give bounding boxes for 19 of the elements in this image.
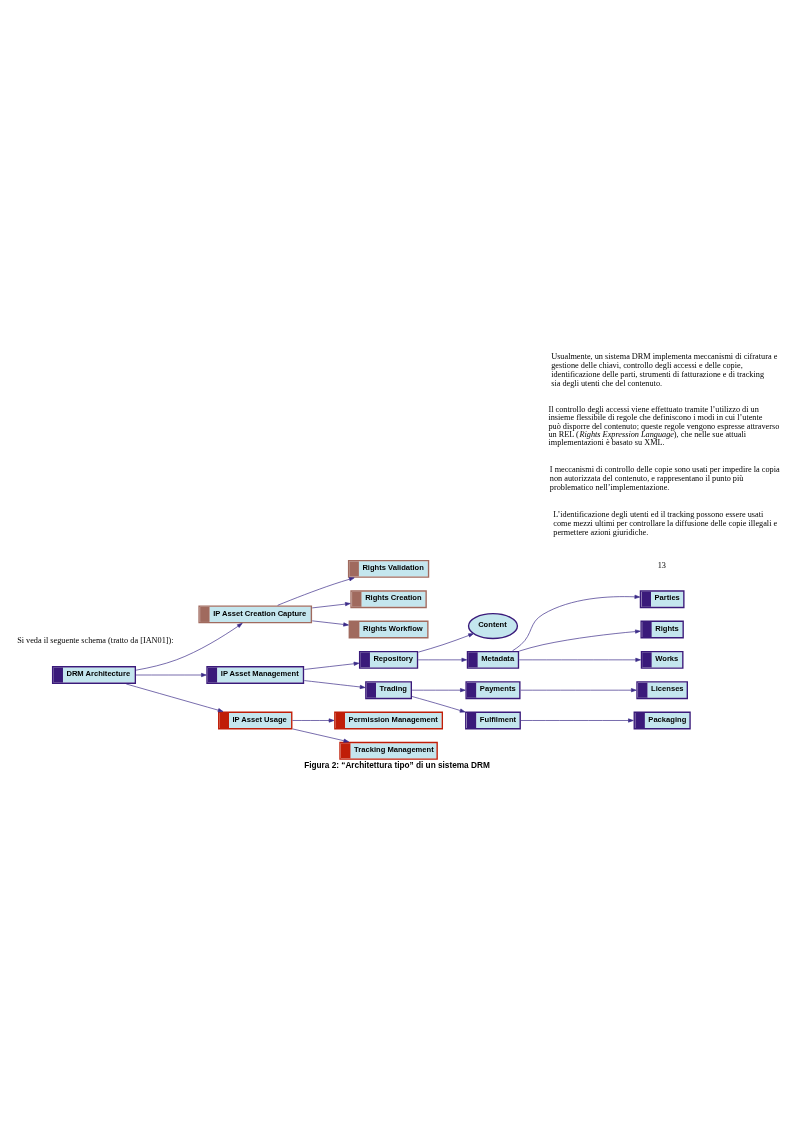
arrow [417,657,468,662]
arrow [418,632,474,652]
arrow [135,622,243,670]
arrow [292,728,350,743]
arrow [512,594,641,651]
arrow [135,672,207,677]
arrow [520,687,637,692]
arrow [292,717,335,723]
arrow [303,661,360,670]
arrow [303,679,366,689]
arrow [518,629,641,651]
arrow [125,683,224,712]
arrow [411,687,466,692]
arrow [520,717,634,723]
arrow [411,695,466,712]
arrow [519,657,641,662]
arrow [311,620,349,626]
arrow [277,576,355,606]
arrow [311,601,351,608]
